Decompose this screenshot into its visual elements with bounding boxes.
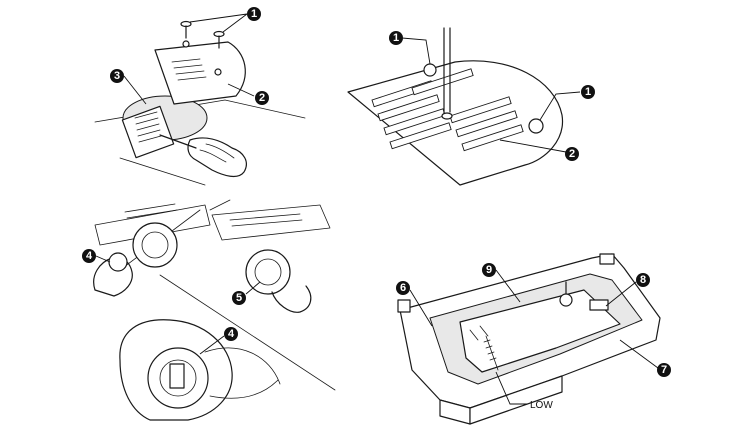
svg-text:5: 5: [236, 292, 242, 304]
throat-plate-slots: [171, 58, 207, 81]
callout-2-plate: 2: [565, 147, 579, 161]
corner-post: [397, 299, 411, 313]
hook-right: [245, 249, 291, 295]
tool-shaft: [159, 134, 197, 149]
svg-text:4: 4: [86, 250, 93, 262]
callout-7-drain: 7: [657, 363, 671, 377]
svg-text:1: 1: [393, 32, 399, 44]
bobbin-latch: [169, 363, 185, 389]
hand-closeup: [119, 319, 233, 421]
panel-bobbin-case: [93, 199, 336, 421]
divider-line-diagonal: [159, 274, 336, 391]
screw-hole-left: [423, 63, 437, 77]
plate-screw-hole: [182, 40, 190, 48]
svg-text:2: 2: [259, 92, 265, 104]
callout-4-bobbin-case-left: 4: [82, 249, 96, 263]
oil-filter: [589, 299, 609, 311]
svg-text:6: 6: [400, 282, 406, 294]
hand-outline: [187, 137, 247, 178]
low-level-label: LOW: [530, 400, 553, 411]
hand-closeup-fingers: [204, 347, 281, 399]
corner-post: [599, 253, 615, 265]
panel-oil-pan: [397, 253, 661, 425]
hand-fingers: [199, 143, 235, 163]
callout-3-feed-dog: 3: [110, 69, 124, 83]
svg-text:1: 1: [251, 8, 257, 20]
hand-right: [271, 285, 312, 313]
oil-pan-side-b: [469, 375, 563, 425]
oil-pan-floor: [459, 289, 621, 373]
plate-screw-hole: [214, 68, 222, 76]
callout-8-oil-filter: 8: [636, 273, 650, 287]
svg-text:1: 1: [585, 86, 591, 98]
svg-text:8: 8: [640, 274, 646, 286]
pan-ribs: [469, 325, 489, 341]
callout-1-screw: 1: [247, 7, 261, 21]
svg-text:3: 3: [114, 70, 120, 82]
callout-5-hook: 5: [232, 291, 246, 305]
bed-left-slots: [124, 203, 178, 219]
svg-text:7: 7: [661, 364, 667, 376]
callout-6-oil-pan: 6: [396, 281, 410, 295]
svg-text:9: 9: [486, 264, 492, 276]
callout-1-right-hole: 1: [581, 85, 595, 99]
screw: [180, 20, 192, 39]
hook-right-inner: [254, 258, 282, 286]
screw-hole-right: [528, 118, 544, 134]
bed-right: [211, 204, 331, 241]
callout-9-oil-reservoir: 9: [482, 263, 496, 277]
callout-4-bobbin-case-closeup: 4: [224, 327, 238, 341]
feed-dog-area: [121, 105, 175, 159]
callout-1-left-hole: 1: [389, 31, 403, 45]
hook-left: [132, 222, 178, 268]
svg-text:2: 2: [569, 148, 575, 160]
oil-wick-holder: [559, 293, 573, 307]
screw: [213, 30, 225, 49]
bed-right-slots: [229, 213, 303, 227]
needle-hole: [441, 112, 453, 120]
svg-text:4: 4: [228, 328, 235, 340]
throat-plate: [154, 41, 246, 105]
bobbin-case-left: [108, 252, 128, 272]
bobbin-closeup-inner: [159, 359, 197, 397]
panel-throat-plate-removal: [94, 13, 306, 186]
panel-throat-plate-detail: [347, 27, 581, 186]
callout-2-throat-plate: 2: [255, 91, 269, 105]
hook-left-inner: [141, 231, 169, 259]
level-scale-ticks: [483, 339, 497, 361]
bed-front-line: [119, 157, 206, 186]
